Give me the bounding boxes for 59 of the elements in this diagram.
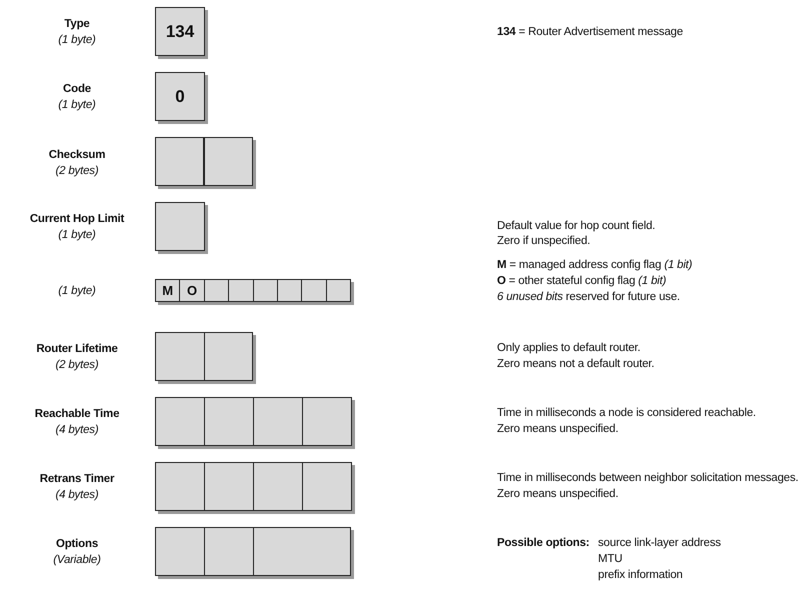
field-size: (Variable) <box>53 553 101 567</box>
field-size: (4 bytes) <box>56 488 98 502</box>
description-text: 134 = Router Advertisement message <box>497 25 683 39</box>
field-size: (1 byte) <box>58 98 96 112</box>
option-item: prefix information <box>598 568 683 582</box>
field-name: Checksum <box>48 148 106 162</box>
description-text: Zero means unspecified. <box>497 487 618 501</box>
flag-bit-cell <box>204 279 230 302</box>
field-value-cell: 134 <box>155 7 205 56</box>
byte-cell <box>155 527 205 576</box>
flag-bit-cell: M <box>155 279 180 302</box>
field-name: Options <box>56 537 98 551</box>
byte-cell <box>253 397 303 446</box>
option-item: MTU <box>598 552 622 566</box>
byte-cell <box>204 332 253 381</box>
field-size: (1 byte) <box>58 33 96 47</box>
byte-cell <box>155 332 205 381</box>
description-text: Time in milliseconds a node is considered reachable. <box>497 406 756 420</box>
description-text: Default value for hop count field. <box>497 219 656 233</box>
description-text: M = managed address config flag (1 bit) <box>497 258 692 272</box>
byte-cell <box>253 462 303 511</box>
options-heading: Possible options: <box>497 536 590 550</box>
flag-bit-cell: O <box>179 279 205 302</box>
field-value-cell: 0 <box>155 72 205 121</box>
byte-cell <box>302 462 352 511</box>
field-size: (1 byte) <box>58 228 96 242</box>
description-text: Zero if unspecified. <box>497 234 590 248</box>
byte-cell <box>302 397 352 446</box>
byte-cell <box>155 137 204 186</box>
field-name: Retrans Timer <box>40 472 114 486</box>
flag-bit-cell <box>301 279 327 302</box>
description-text: Only applies to default router. <box>497 341 640 355</box>
description-text: Zero means not a default router. <box>497 357 654 371</box>
byte-cell <box>155 462 205 511</box>
byte-cell <box>204 527 254 576</box>
field-name: Router Lifetime <box>36 342 118 356</box>
field-size: (4 bytes) <box>56 423 98 437</box>
flag-bit-cell <box>326 279 352 302</box>
flag-bit-cell <box>252 279 278 302</box>
flag-bit-cell <box>228 279 254 302</box>
description-text: O = other stateful config flag (1 bit) <box>497 274 666 288</box>
description-text: Time in milliseconds between neighbor solicitation messages. <box>497 471 798 485</box>
field-size: (1 byte) <box>58 284 96 298</box>
field-name: Reachable Time <box>34 407 120 421</box>
byte-cell <box>155 397 205 446</box>
description-text: Zero means unspecified. <box>497 422 618 436</box>
field-size: (2 bytes) <box>56 164 98 178</box>
byte-cell <box>204 137 253 186</box>
flag-bit-cell <box>277 279 302 302</box>
field-name: Current Hop Limit <box>30 212 124 226</box>
byte-cell <box>204 462 254 511</box>
description-text: 6 unused bits reserved for future use. <box>497 290 680 304</box>
field-name: Type <box>64 17 90 31</box>
field-size: (2 bytes) <box>56 358 98 372</box>
field-name: Code <box>63 82 91 96</box>
byte-cell <box>155 202 205 251</box>
byte-cell <box>253 527 351 576</box>
option-item: source link-layer address <box>598 536 721 550</box>
byte-cell <box>204 397 254 446</box>
